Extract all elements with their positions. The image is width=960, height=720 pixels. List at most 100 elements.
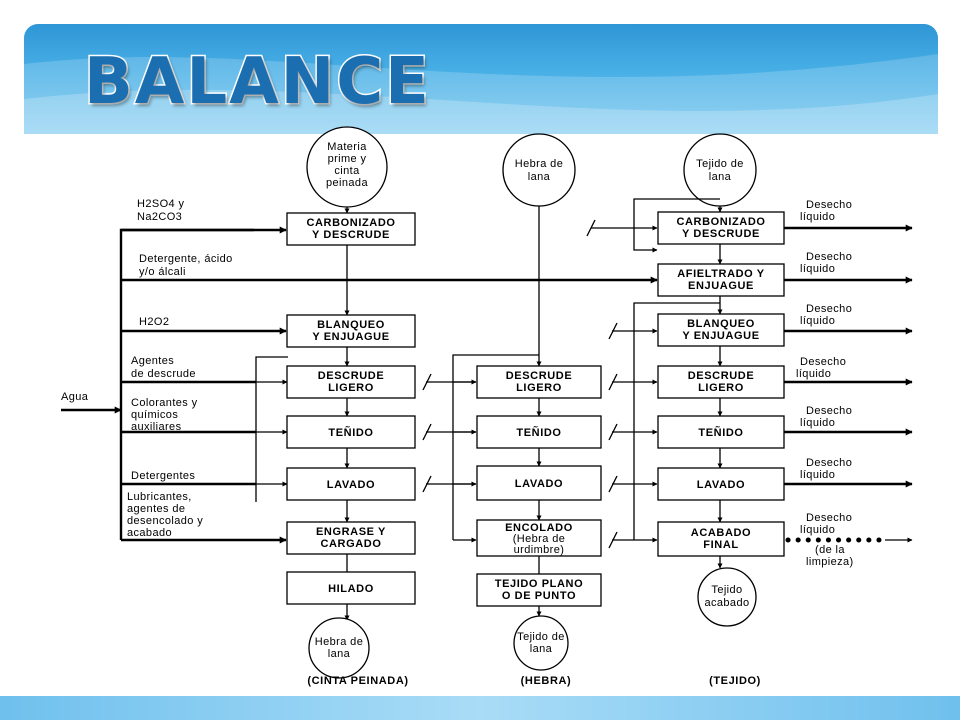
- input-label-lubricantes: Lubricantes, agentes de desencolado y ac…: [127, 491, 203, 539]
- step-label: DESCRUDE: [506, 370, 573, 382]
- step-label: CARBONIZADO: [676, 216, 765, 228]
- node-text: cinta: [334, 165, 360, 177]
- hebra-step-tejido-plano: TEJIDO PLANO O DE PUNTO: [476, 573, 602, 607]
- input-label-agentes-descrude: Agentes de descrude: [131, 355, 196, 380]
- tejido-step-carbonizado: CARBONIZADO Y DESCRUDE: [657, 211, 785, 245]
- input-label: acabado: [127, 527, 172, 539]
- input-label-h2o2: H2O2: [139, 316, 169, 328]
- step-label: LAVADO: [697, 479, 745, 491]
- input-label: H2SO4 y: [137, 198, 185, 210]
- waste-text: Desecho: [806, 303, 852, 315]
- step-label: BLANQUEO: [317, 319, 385, 331]
- input-tick-mark: [608, 423, 618, 441]
- step-label: TEÑIDO: [516, 426, 561, 439]
- waste-label-5: Desecho líquido: [800, 405, 852, 429]
- cinta-end-node: Hebra de lana: [308, 617, 370, 679]
- step-label: Y DESCRUDE: [682, 228, 760, 240]
- column-caption-tejido: (TEJIDO): [709, 675, 761, 687]
- input-tick-mark: [422, 423, 432, 441]
- hebra-step-descrude-ligero: DESCRUDE LIGERO: [476, 365, 602, 399]
- waste-text: (de la: [815, 544, 845, 556]
- input-label: Agentes: [131, 355, 174, 367]
- waste-text: Desecho: [806, 512, 852, 524]
- input-label: de descrude: [131, 368, 196, 380]
- input-label: y/o álcali: [139, 266, 186, 278]
- cinta-step-engrase: ENGRASE Y CARGADO: [286, 521, 416, 555]
- waste-text: Desecho: [806, 457, 852, 469]
- waste-label-2: Desecho líquido: [800, 251, 852, 275]
- banner-wave-decoration: [24, 54, 938, 134]
- step-label: LIGERO: [328, 382, 374, 394]
- waste-text: líquido: [800, 263, 835, 275]
- node-text: acabado: [704, 597, 749, 609]
- step-label: ENCOLADO: [505, 522, 573, 534]
- column-caption-hebra: (HEBRA): [521, 675, 572, 687]
- hebra-step-tenido: TEÑIDO: [476, 415, 602, 449]
- step-label: LIGERO: [698, 382, 744, 394]
- input-label: Colorantes y: [131, 397, 198, 409]
- node-text: peinada: [326, 177, 368, 189]
- input-label-colorantes: Colorantes y químicos auxiliares: [131, 397, 198, 433]
- waste-text: limpieza): [806, 556, 854, 568]
- tejido-start-node: Tejido de lana: [683, 133, 757, 207]
- cinta-start-node: Materia prime y cinta peinada: [306, 126, 388, 208]
- step-label: CARBONIZADO: [306, 217, 395, 229]
- step-label: TEÑIDO: [698, 426, 743, 439]
- node-text: prime y: [328, 153, 367, 165]
- step-label: TEÑIDO: [328, 426, 373, 439]
- waste-label-3: Desecho líquido: [800, 303, 852, 327]
- feedback-line: [255, 356, 288, 502]
- title-banner: [24, 24, 938, 134]
- node-text: Tejido de: [517, 631, 565, 643]
- cinta-step-blanqueo: BLANQUEO Y ENJUAGUE: [286, 314, 416, 348]
- node-text: Tejido: [711, 584, 742, 596]
- step-label: Y DESCRUDE: [312, 229, 390, 241]
- node-text: Materia: [327, 141, 367, 153]
- input-label: agentes de: [127, 503, 185, 515]
- step-label: ENGRASE Y: [316, 526, 386, 538]
- node-text: Tejido de: [696, 158, 744, 170]
- waste-text: Desecho: [806, 405, 852, 417]
- footer-bar: [0, 696, 960, 720]
- node-text: Hebra de: [315, 636, 363, 648]
- waste-text: líquido: [800, 315, 835, 327]
- tejido-step-acabado: ACABADO FINAL: [657, 521, 785, 557]
- node-text: lana: [530, 643, 553, 655]
- cinta-step-lavado: LAVADO: [286, 467, 416, 501]
- step-label: TEJIDO PLANO: [495, 578, 584, 590]
- hebra-step-lavado: LAVADO: [476, 465, 602, 501]
- tejido-step-descrude-ligero: DESCRUDE LIGERO: [657, 365, 785, 399]
- tejido-step-lavado: LAVADO: [657, 467, 785, 501]
- hebra-end-node: Tejido de lana: [513, 615, 569, 671]
- cinta-step-tenido: TEÑIDO: [286, 415, 416, 449]
- hebra-step-encolado: ENCOLADO (Hebra de urdimbre): [476, 519, 602, 557]
- waste-label-cleaning: Desecho líquido (de la limpieza): [800, 512, 854, 568]
- cinta-step-descrude-ligero: DESCRUDE LIGERO: [286, 365, 416, 399]
- step-label: ACABADO: [691, 527, 751, 539]
- input-tick-mark: [608, 373, 618, 391]
- input-tick-mark: [586, 219, 596, 237]
- node-text: lana: [328, 648, 351, 660]
- waste-text: líquido: [800, 417, 835, 429]
- tejido-end-node: Tejido acabado: [697, 567, 757, 627]
- input-label: Na2CO3: [137, 211, 182, 223]
- input-agua: Agua: [61, 391, 89, 403]
- step-label: O DE PUNTO: [502, 590, 576, 602]
- input-tick-mark: [608, 531, 618, 549]
- step-label: BLANQUEO: [687, 318, 755, 330]
- input-tick-mark: [608, 322, 618, 340]
- hebra-start-node: Hebra de lana: [502, 133, 576, 207]
- input-label: químicos: [131, 409, 178, 421]
- step-label: urdimbre): [514, 544, 565, 556]
- waste-text: Desecho: [806, 199, 852, 211]
- step-label: DESCRUDE: [318, 370, 385, 382]
- input-label-h2so4: H2SO4 y Na2CO3: [137, 198, 185, 223]
- step-label: Y ENJUAGUE: [682, 330, 759, 342]
- step-label: CARGADO: [320, 538, 381, 550]
- node-text: Hebra de: [515, 158, 563, 170]
- node-text: lana: [709, 171, 732, 183]
- tejido-step-afieltrado: AFIELTRADO Y ENJUAGUE: [657, 263, 785, 297]
- node-text: lana: [528, 171, 551, 183]
- tejido-step-tenido: TEÑIDO: [657, 415, 785, 449]
